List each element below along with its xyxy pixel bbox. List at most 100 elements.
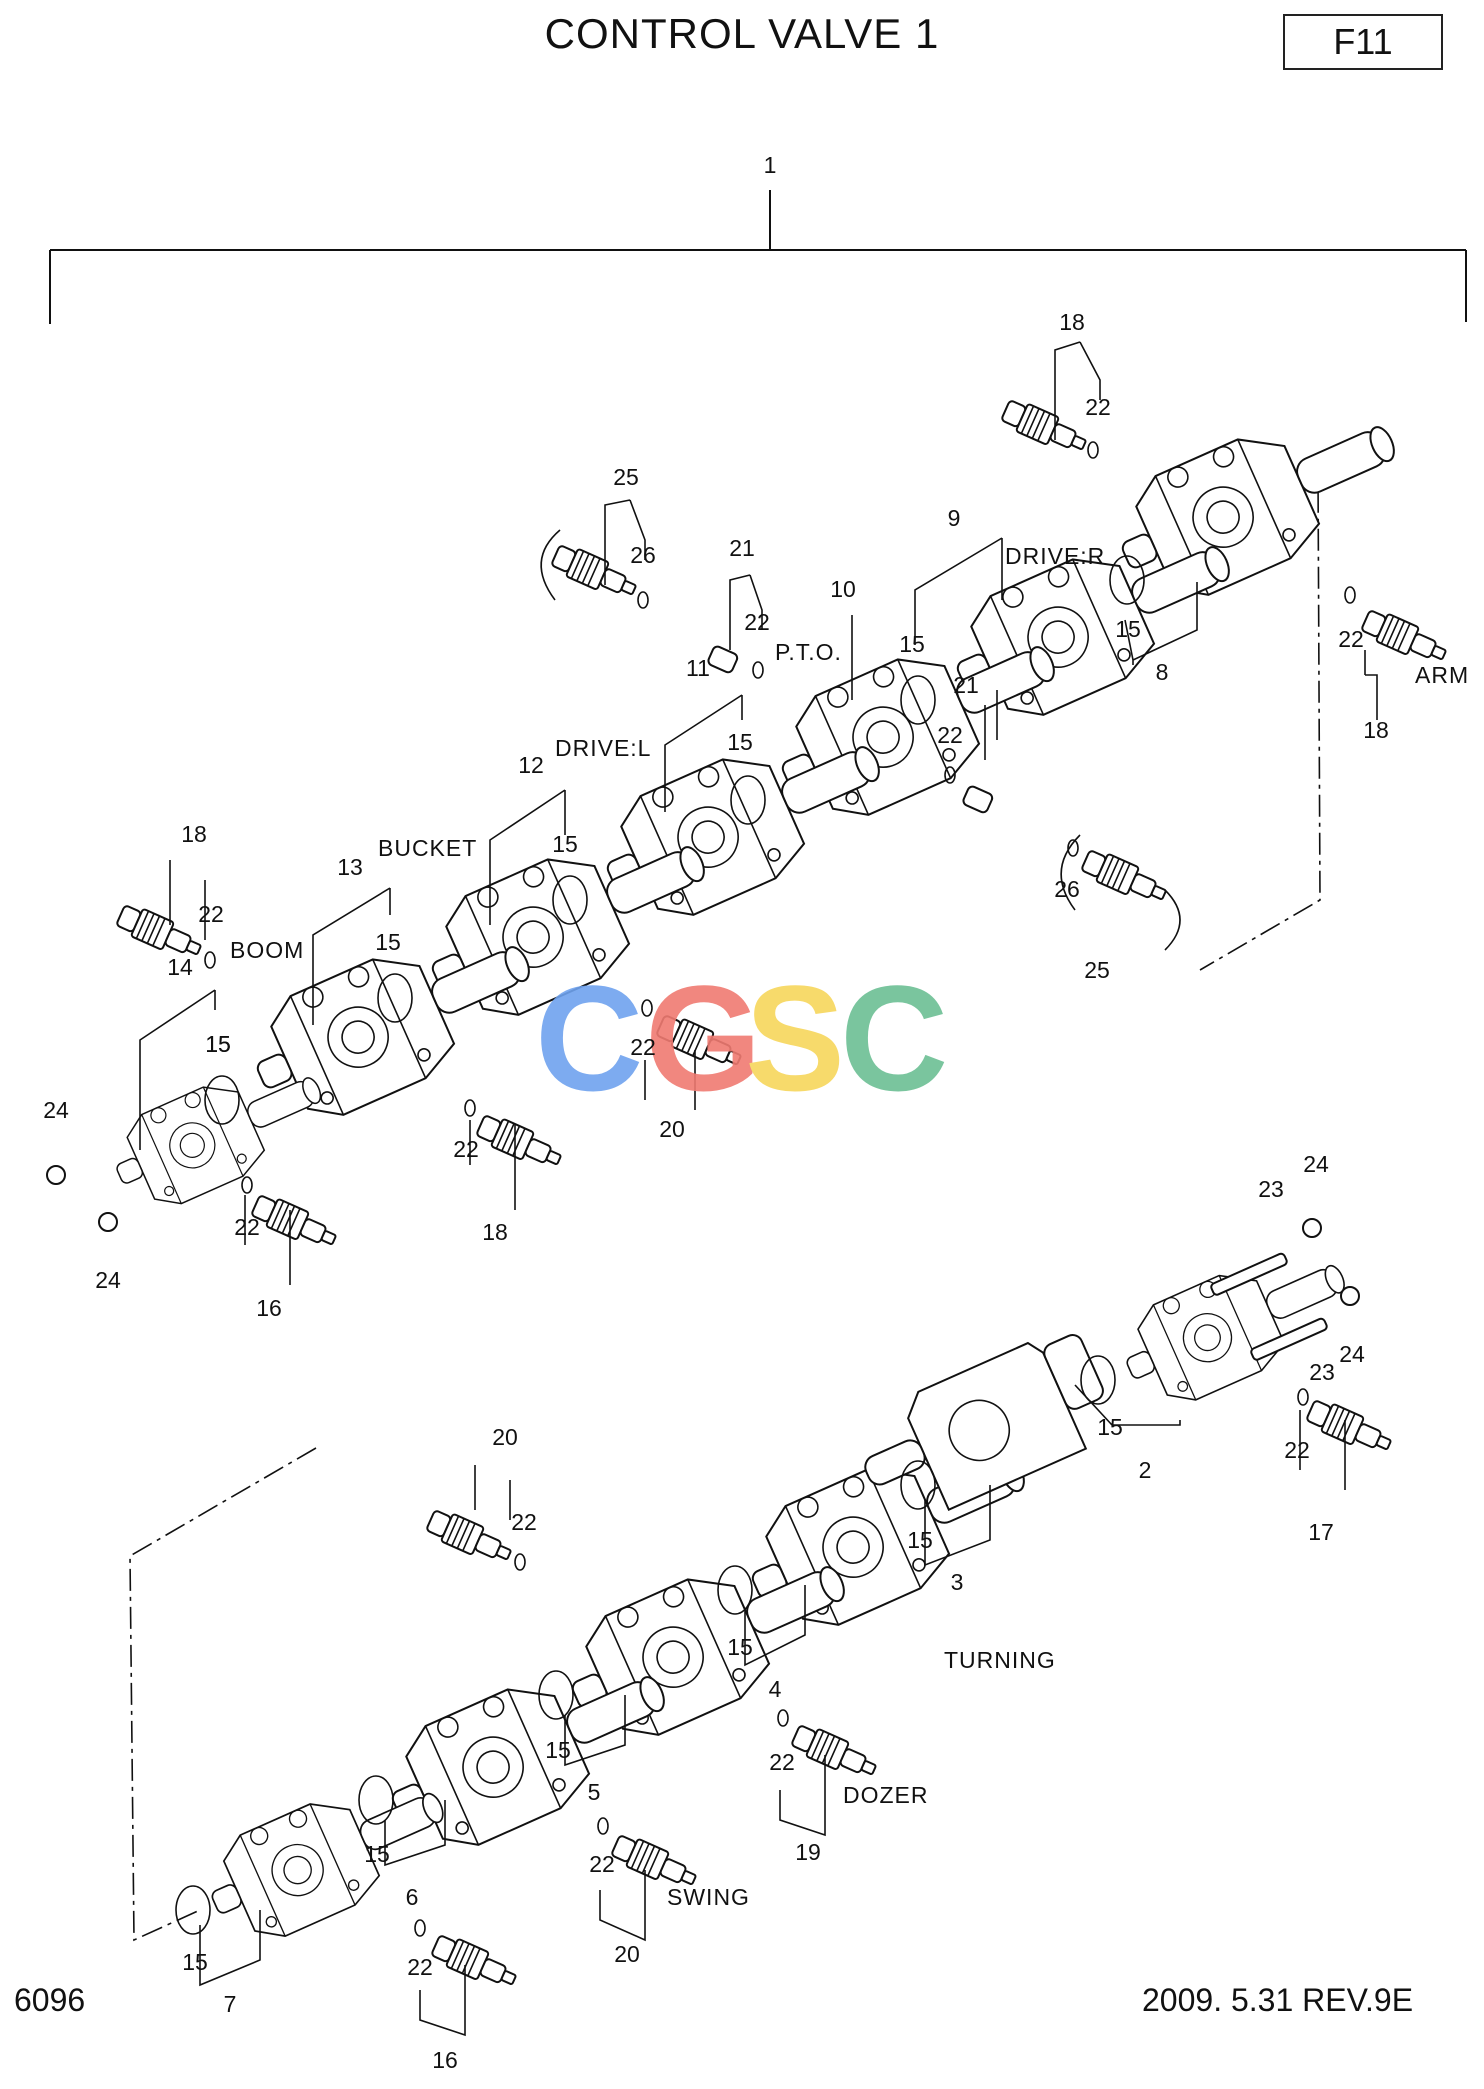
callout-21: 21 [729, 535, 755, 561]
callout-22: 22 [198, 901, 224, 927]
callout-19: 19 [795, 1839, 821, 1865]
label-arm: ARM [1415, 662, 1469, 688]
nut [98, 1212, 118, 1232]
group-arc [540, 529, 561, 601]
callout-23: 23 [1258, 1176, 1284, 1202]
nut [1302, 1218, 1322, 1238]
callout-26: 26 [1054, 876, 1080, 902]
callout-24: 24 [1339, 1341, 1365, 1367]
callout-22: 22 [1284, 1437, 1310, 1463]
callout-22: 22 [937, 722, 963, 748]
relief-valve [998, 395, 1092, 460]
label-drive-l: DRIVE:L [555, 735, 651, 761]
callout-22: 22 [630, 1034, 656, 1060]
plug-21 [962, 785, 994, 814]
group-arc [1060, 834, 1081, 911]
callout-22: 22 [769, 1749, 795, 1775]
callout-20: 20 [659, 1116, 685, 1142]
relief-valve [428, 1930, 522, 1995]
callout-15: 15 [182, 1949, 208, 1975]
section-labels: DRIVE:R ARM P.T.O. DRIVE:L BUCKET BOOM T… [230, 543, 1469, 1910]
label-turning: TURNING [944, 1647, 1056, 1673]
callout-15: 15 [205, 1031, 231, 1057]
callout-13: 13 [337, 854, 363, 880]
o-ring [464, 1099, 476, 1117]
page-number: 6096 [14, 1982, 86, 2018]
callout-2: 2 [1139, 1457, 1152, 1483]
o-ring [414, 1919, 426, 1937]
relief-valve [1078, 845, 1172, 910]
callout-11: 11 [686, 655, 710, 681]
callout-20: 20 [614, 1941, 640, 1967]
label-drive-r: DRIVE:R [1005, 543, 1105, 569]
cgsc-watermark: C G S C [535, 954, 948, 1122]
label-bucket: BUCKET [378, 835, 477, 861]
callout-22: 22 [744, 609, 770, 635]
callout-22: 22 [453, 1136, 479, 1162]
relief-valve [1358, 605, 1452, 670]
nut [1340, 1286, 1360, 1306]
frame-lower-left [129, 1447, 317, 1942]
callout-15: 15 [1115, 616, 1141, 642]
callout-20: 20 [492, 1424, 518, 1450]
relief-valve [1303, 1395, 1397, 1460]
callout-15: 15 [545, 1737, 571, 1763]
relief-valve [788, 1720, 882, 1785]
callout-7: 7 [224, 1991, 237, 2017]
stud-bolt [1210, 1252, 1288, 1296]
callout-15: 15 [552, 831, 578, 857]
callout-18: 18 [1059, 309, 1085, 335]
label-boom: BOOM [230, 937, 304, 963]
callout-16: 16 [432, 2047, 458, 2073]
watermark-letter: G [645, 954, 762, 1122]
o-ring [241, 1176, 253, 1194]
callout-24: 24 [43, 1097, 69, 1123]
callout-22: 22 [511, 1509, 537, 1535]
callout-15: 15 [205, 1031, 231, 1057]
watermark-letter: S [745, 954, 845, 1122]
assembly-bracket [49, 190, 1467, 324]
callout-15: 15 [727, 1634, 753, 1660]
callout-8: 8 [1156, 659, 1169, 685]
o-ring [637, 591, 649, 609]
o-ring [597, 1817, 609, 1835]
callout-21: 21 [953, 672, 979, 698]
seal-ring [175, 1885, 211, 1935]
callout-15: 15 [364, 1841, 390, 1867]
callout-25: 25 [613, 464, 639, 490]
callout-4: 4 [769, 1676, 782, 1702]
stud-bolt [1250, 1317, 1328, 1361]
callout-1: 1 [764, 152, 777, 178]
callout-15: 15 [899, 631, 925, 657]
figure-code-box: F11 [1283, 14, 1443, 70]
callout-14: 14 [167, 954, 193, 980]
leader-lines [139, 341, 1378, 2037]
callout-15: 15 [1097, 1414, 1123, 1440]
callout-24: 24 [95, 1267, 121, 1293]
relief-valve [423, 1505, 517, 1570]
callout-18: 18 [181, 821, 207, 847]
relief-valve [248, 1190, 342, 1255]
o-ring [204, 951, 216, 969]
o-ring [514, 1553, 526, 1571]
callout-5: 5 [588, 1779, 601, 1805]
callout-22: 22 [1085, 394, 1111, 420]
page-title: CONTROL VALVE 1 [544, 10, 940, 57]
plug-21 [707, 645, 739, 674]
callout-12: 12 [518, 752, 544, 778]
o-ring [752, 661, 764, 679]
nut [46, 1165, 66, 1185]
callout-15: 15 [727, 729, 753, 755]
callout-26: 26 [630, 542, 656, 568]
callout-18: 18 [482, 1219, 508, 1245]
callout-24: 24 [1303, 1151, 1329, 1177]
revision-date: 2009. 5.31 REV.9E [1142, 1982, 1414, 2018]
o-ring [1297, 1388, 1309, 1406]
callout-16: 16 [256, 1295, 282, 1321]
callout-22: 22 [407, 1954, 433, 1980]
label-pto: P.T.O. [775, 639, 842, 665]
relief-valve [548, 540, 642, 605]
callout-6: 6 [406, 1884, 419, 1910]
callout-17: 17 [1308, 1519, 1334, 1545]
